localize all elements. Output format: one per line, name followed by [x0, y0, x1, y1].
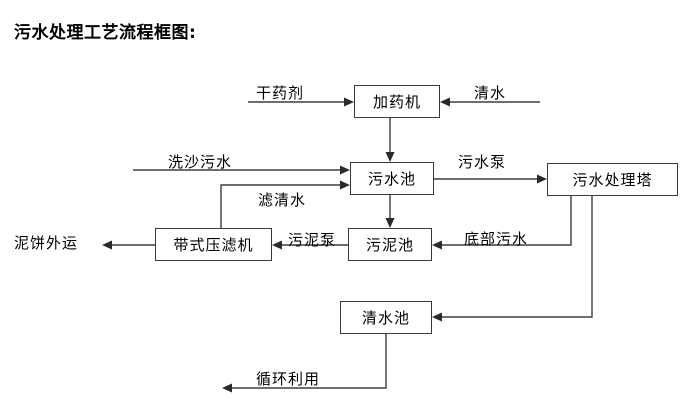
edge-label-filtered-water: 滤清水 [258, 191, 307, 209]
node-treatment-tower[interactable]: 污水处理塔 [547, 163, 678, 196]
arrowhead-tower-to-clear-water [432, 312, 442, 322]
arrowhead-dosing-to-sewage-pool [385, 152, 395, 162]
arrowhead-sewage-pump [537, 174, 547, 184]
wire-tower-to-clear-water-pool [440, 196, 593, 318]
edge-label-sewage-pump: 污水泵 [458, 153, 507, 171]
arrowhead-bottom-sewage [432, 240, 442, 250]
wire-clear-water-to-recycle [230, 334, 387, 389]
node-dosing-machine[interactable]: 加药机 [354, 85, 440, 118]
wire-bottom-sewage-to-sludge-pool [440, 196, 572, 246]
wire-filtered-water-to-sewage-pool [220, 184, 342, 228]
node-label: 污泥池 [365, 236, 414, 254]
edge-label-clean-water: 清水 [474, 84, 507, 102]
arrowhead-dry-chemical [344, 97, 354, 107]
node-sewage-pool[interactable]: 污水池 [350, 162, 434, 195]
node-label: 污水池 [367, 170, 416, 188]
edge-label-mud-cake-out: 泥饼外运 [14, 234, 79, 252]
arrowhead-sewage-to-sludge-pool [385, 218, 395, 228]
arrowhead-filtered-water [340, 180, 350, 190]
arrowhead-mud-cake [102, 240, 112, 250]
node-sludge-pool[interactable]: 污泥池 [348, 228, 432, 261]
arrowhead-sludge-pump [272, 240, 282, 250]
edge-label-sand-wash-sewage: 洗沙污水 [168, 153, 233, 171]
node-belt-filter-press[interactable]: 带式压滤机 [155, 228, 272, 261]
node-clear-water-pool[interactable]: 清水池 [340, 301, 432, 334]
node-label: 清水池 [361, 309, 410, 327]
node-label: 污水处理塔 [572, 171, 653, 189]
edge-label-sludge-pump: 污泥泵 [288, 231, 337, 249]
node-label: 加药机 [372, 93, 421, 111]
page-title: 污水处理工艺流程框图: [14, 23, 197, 43]
node-label: 带式压滤机 [173, 236, 254, 254]
arrowhead-sand-wash [340, 165, 350, 175]
edge-label-dry-chemical: 干药剂 [256, 84, 305, 102]
edge-label-bottom-sewage: 底部污水 [464, 230, 529, 248]
arrowhead-clean-water [440, 97, 450, 107]
edge-label-recycle-reuse: 循环利用 [256, 370, 321, 388]
arrowhead-recycle [222, 383, 232, 393]
